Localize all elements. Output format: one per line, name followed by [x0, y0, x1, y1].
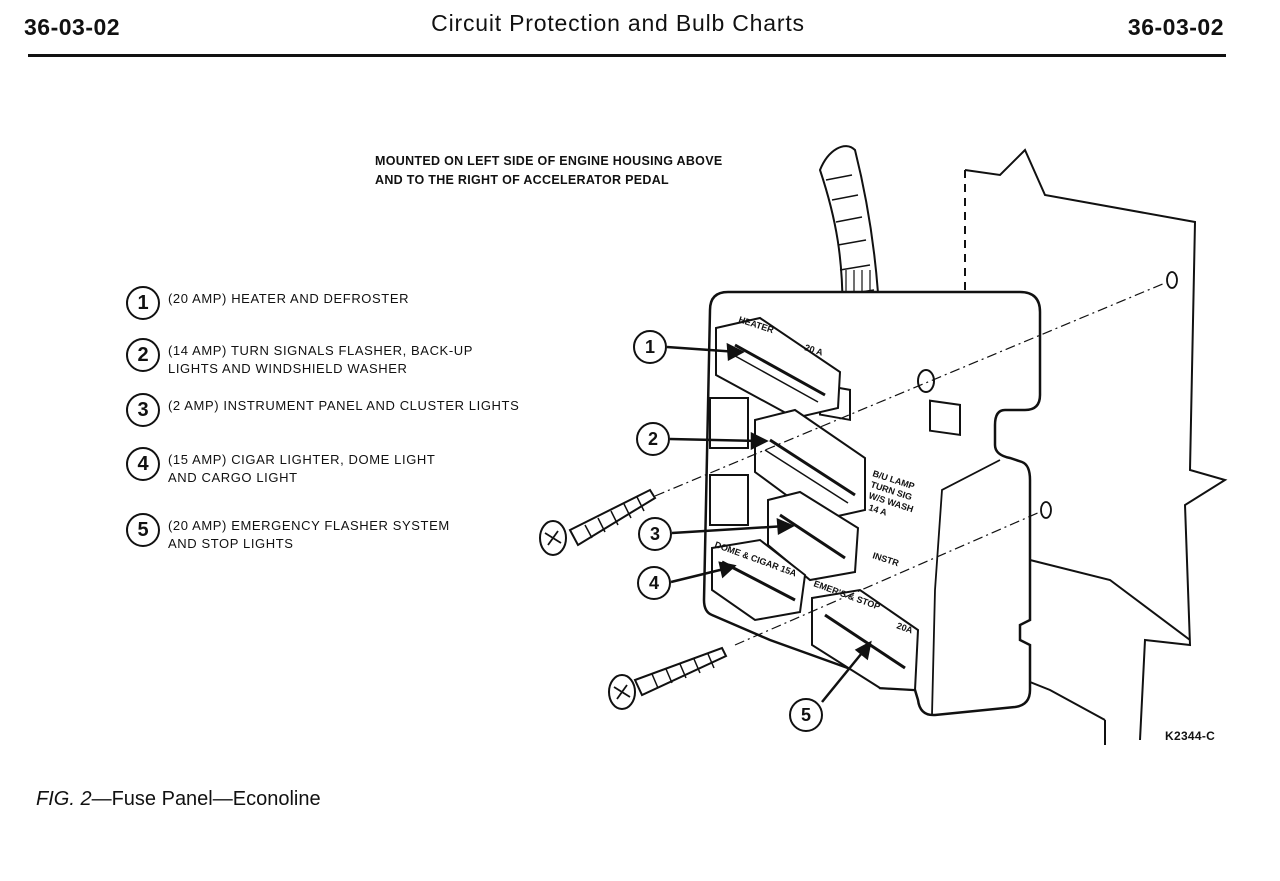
- mount-note-line1: MOUNTED ON LEFT SIDE OF ENGINE HOUSING A…: [375, 154, 723, 168]
- legend-text-4: (15 AMP) CIGAR LIGHTER, DOME LIGHT AND C…: [168, 447, 435, 487]
- upper-screw: [539, 488, 657, 556]
- legend-line: (14 AMP) TURN SIGNALS FLASHER, BACK-UP: [168, 343, 474, 358]
- legend-number-3: 3: [126, 393, 160, 427]
- legend-number-1: 1: [126, 286, 160, 320]
- legend-number-5: 5: [126, 513, 160, 547]
- legend-item-2: 2 (14 AMP) TURN SIGNALS FLASHER, BACK-UP…: [126, 338, 473, 378]
- alignment-lines: [654, 282, 1166, 646]
- callout-arrows: [666, 342, 872, 703]
- legend-line: (15 AMP) CIGAR LIGHTER, DOME LIGHT: [168, 452, 436, 467]
- legend-line: LIGHTS AND WINDSHIELD WASHER: [168, 361, 408, 376]
- legend-text-1: (20 AMP) HEATER AND DEFROSTER: [168, 286, 409, 308]
- legend-text-2: (14 AMP) TURN SIGNALS FLASHER, BACK-UP L…: [168, 338, 473, 378]
- legend-number-4: 4: [126, 447, 160, 481]
- legend-item-3: 3 (2 AMP) INSTRUMENT PANEL AND CLUSTER L…: [126, 393, 519, 427]
- figure-caption-text: —Fuse Panel—Econoline: [91, 788, 321, 810]
- legend-item-4: 4 (15 AMP) CIGAR LIGHTER, DOME LIGHT AND…: [126, 447, 435, 487]
- legend-line: (20 AMP) EMERGENCY FLASHER SYSTEM: [168, 518, 450, 533]
- legend-item-1: 1 (20 AMP) HEATER AND DEFROSTER: [126, 286, 409, 320]
- legend-line: AND CARGO LIGHT: [168, 470, 298, 485]
- figure-caption: FIG. 2—Fuse Panel—Econoline: [36, 788, 321, 811]
- page-number-right: 36-03-02: [1127, 14, 1224, 40]
- callout-1: 1: [633, 330, 667, 364]
- mounting-wall: [964, 148, 1228, 745]
- mount-note-line2: AND TO THE RIGHT OF ACCELERATOR PEDAL: [375, 173, 669, 187]
- page-title: Circuit Protection and Bulb Charts: [431, 10, 805, 36]
- figure-number: FIG. 2: [36, 788, 92, 810]
- legend-line: (20 AMP) HEATER AND DEFROSTER: [168, 291, 410, 306]
- legend-text-3: (2 AMP) INSTRUMENT PANEL AND CLUSTER LIG…: [168, 393, 519, 415]
- fuse-slots: [711, 316, 920, 692]
- callout-4: 4: [637, 566, 671, 600]
- callout-2: 2: [636, 422, 670, 456]
- lower-screw: [608, 646, 728, 710]
- page-number-left: 36-03-02: [24, 14, 121, 40]
- figure-reference-code: K2344-C: [1165, 729, 1216, 743]
- legend-line: AND STOP LIGHTS: [168, 536, 294, 551]
- callout-3: 3: [638, 517, 672, 551]
- legend-item-5: 5 (20 AMP) EMERGENCY FLASHER SYSTEM AND …: [126, 513, 450, 553]
- legend-number-2: 2: [126, 338, 160, 372]
- legend-line: (2 AMP) INSTRUMENT PANEL AND CLUSTER LIG…: [168, 398, 520, 413]
- callout-5: 5: [789, 698, 823, 732]
- mount-note: MOUNTED ON LEFT SIDE OF ENGINE HOUSING A…: [375, 152, 722, 190]
- legend-text-5: (20 AMP) EMERGENCY FLASHER SYSTEM AND ST…: [168, 513, 450, 553]
- header-rule: [28, 54, 1226, 57]
